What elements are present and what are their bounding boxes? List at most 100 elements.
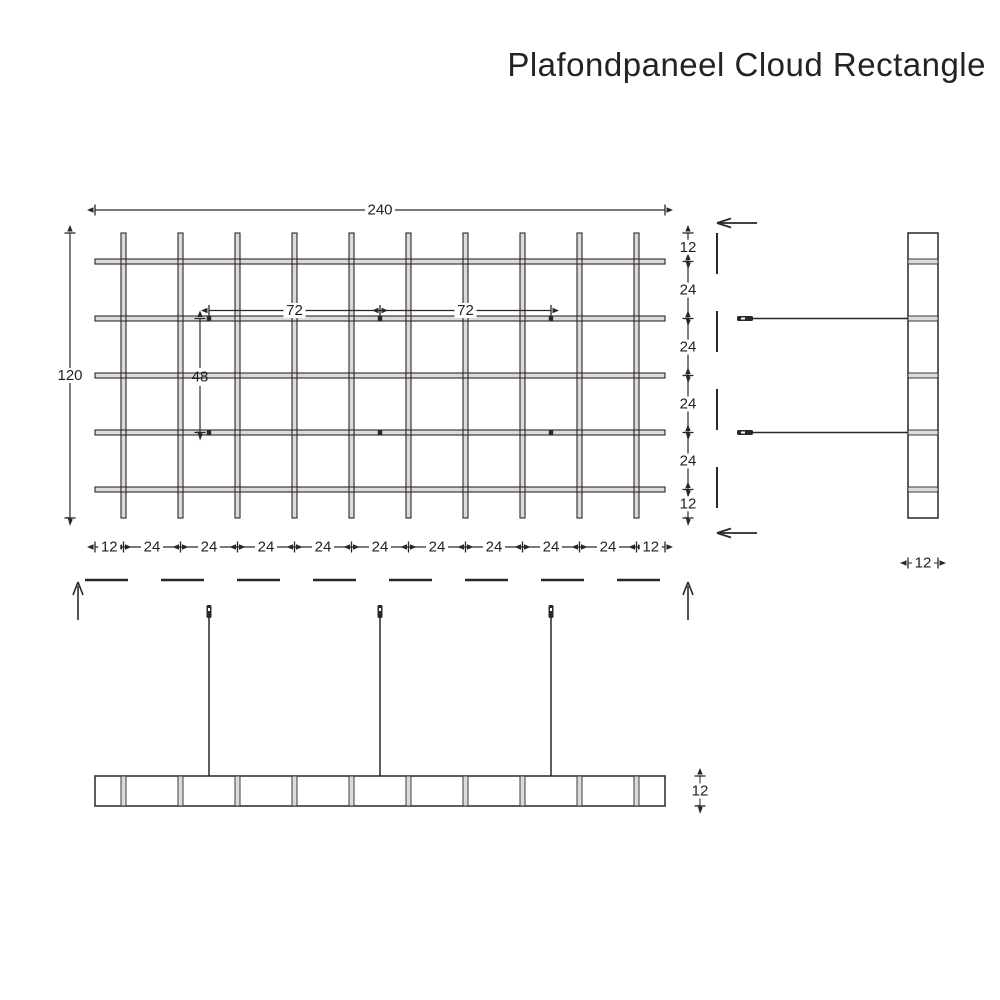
- side-slat-edge: [907, 486, 939, 493]
- dim-arrow: [628, 544, 635, 550]
- vertical-slat-fill: [121, 233, 126, 518]
- suspension-point: [548, 430, 554, 435]
- dim-bottom-chain-label-bg: [141, 539, 163, 555]
- dim-right-chain-label: 12: [680, 239, 697, 256]
- horizontal-slat: [94, 486, 666, 493]
- wire-fitting-slot: [379, 608, 381, 611]
- dim-bottom-chain-label-bg: [483, 539, 505, 555]
- horizontal-slat-fill: [95, 259, 665, 264]
- dim-arrow: [381, 307, 388, 314]
- dim-bottom-chain-label-bg: [540, 539, 562, 555]
- dim-right-chain-label: 24: [680, 453, 697, 470]
- dim-arrow: [685, 310, 691, 317]
- dim-arrow: [685, 367, 691, 374]
- dim-arrow: [201, 307, 208, 314]
- up-arrow-head: [687, 581, 694, 596]
- dim-arrow: [296, 544, 303, 550]
- dim-right-chain-label-bg: [677, 339, 699, 355]
- dim-bottom-chain-label: 24: [486, 539, 503, 556]
- suspension-point: [377, 316, 383, 321]
- dim-arrow: [467, 544, 474, 550]
- dim-susp-span-label: 72: [286, 302, 303, 319]
- vertical-slat: [576, 232, 583, 519]
- front-slat-edge: [405, 775, 412, 807]
- dim-arrow: [172, 544, 179, 550]
- suspension-point: [206, 316, 212, 321]
- dim-right-chain-label-bg: [677, 496, 699, 512]
- dim-arrow: [457, 544, 464, 550]
- dim-arrow: [87, 207, 94, 213]
- dim-arrow: [229, 544, 236, 550]
- dim-height-label-bg: [55, 368, 85, 383]
- dim-front-thickness: 12: [689, 768, 711, 814]
- horizontal-slat-fill: [95, 487, 665, 492]
- dim-arrow: [67, 516, 73, 526]
- dim-susp-span-label-bg: [454, 303, 477, 318]
- dim-arrow: [372, 307, 379, 314]
- vertical-slat-fill: [349, 233, 354, 518]
- dim-arrow: [571, 544, 578, 550]
- dim-arrow: [685, 516, 691, 526]
- dim-bottom-chain-label-bg: [198, 539, 220, 555]
- vertical-slat-fill: [235, 233, 240, 518]
- dim-height-label: 120: [57, 367, 82, 384]
- dim-susp-rows: 48: [192, 310, 208, 441]
- dim-bottom-chain-label: 24: [429, 539, 446, 556]
- dim-arrow: [197, 431, 203, 441]
- dim-arrow: [581, 544, 588, 550]
- front-view: 12: [72, 578, 711, 814]
- dim-right-chain-label-bg: [677, 239, 699, 255]
- side-slat-edge: [907, 372, 939, 379]
- dim-bottom-chain-label: 24: [201, 539, 218, 556]
- suspension-point: [548, 316, 554, 321]
- dim-arrow: [939, 560, 946, 566]
- dim-arrow: [400, 544, 407, 550]
- dim-bottom-chain-label: 24: [372, 539, 389, 556]
- dim-arrow: [685, 253, 691, 260]
- wire-fitting-slot: [550, 608, 552, 611]
- dim-bottom-chain-label: 24: [144, 539, 161, 556]
- dim-bottom-chain-label: 24: [258, 539, 275, 556]
- dim-arrow: [685, 374, 691, 384]
- to-ceiling-arrow-head: [716, 222, 732, 229]
- side-slat-edge: [907, 429, 939, 436]
- vertical-slat: [519, 232, 526, 519]
- dim-arrow: [353, 544, 360, 550]
- dim-arrow: [197, 310, 203, 317]
- wire-fitting: [377, 605, 383, 618]
- dim-arrow: [697, 804, 703, 814]
- dim-bottom-chain-label: 24: [315, 539, 332, 556]
- dim-arrow: [685, 225, 691, 232]
- dim-susp-span-label-bg: [283, 303, 306, 318]
- dim-bottom-chain-label-bg: [426, 539, 448, 555]
- front-slat-edge: [291, 775, 298, 807]
- vertical-slat: [177, 232, 184, 519]
- vertical-slat: [120, 232, 127, 519]
- dim-bottom-chain-label: 12: [642, 539, 659, 556]
- wire-fitting: [206, 605, 212, 618]
- front-panel-outline: [94, 775, 666, 807]
- side-wire-fitting-slot: [741, 431, 745, 434]
- vertical-slat-fill: [634, 233, 639, 518]
- side-slat-edge: [907, 258, 939, 265]
- vertical-slat: [291, 232, 298, 519]
- dim-bottom-chain-label-bg: [639, 539, 662, 555]
- dim-arrow: [514, 544, 521, 550]
- dim-arrow: [410, 544, 417, 550]
- dim-arrow: [900, 560, 907, 566]
- dim-side-thickness: 12: [900, 555, 946, 572]
- front-slat-edge: [519, 775, 526, 807]
- dim-arrow: [685, 431, 691, 441]
- dim-arrow: [552, 307, 559, 314]
- up-arrow-head: [682, 581, 689, 596]
- side-wire-fitting-slot: [741, 317, 745, 320]
- front-slat-edge: [120, 775, 127, 807]
- dim-arrow: [685, 424, 691, 431]
- dim-right-chain-label-bg: [677, 453, 699, 469]
- dim-bottom-chain-label-bg: [255, 539, 277, 555]
- front-slat-edge: [348, 775, 355, 807]
- dim-susp-span-label: 72: [457, 302, 474, 319]
